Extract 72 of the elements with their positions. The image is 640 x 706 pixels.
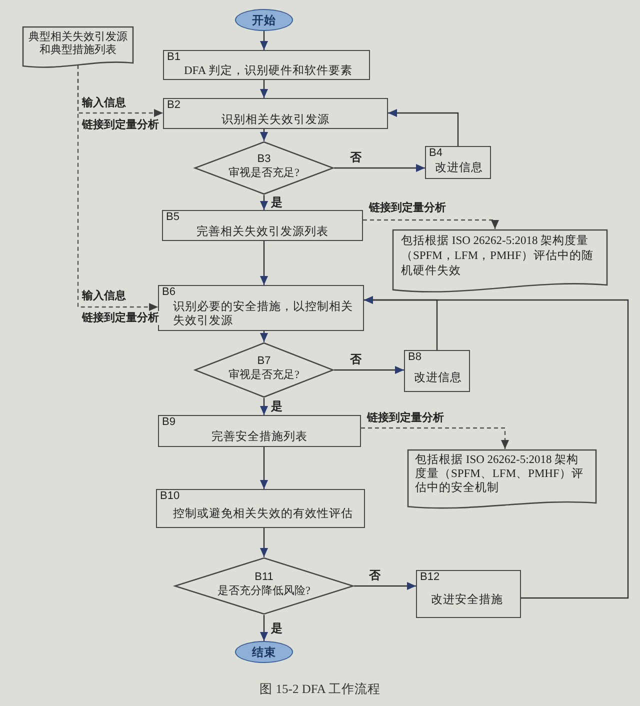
annotation-text: 链接到定量分析 (81, 311, 160, 325)
dashed-arrow (77, 64, 158, 311)
arrow (260, 241, 268, 285)
process-box (425, 146, 491, 179)
process-box (158, 415, 361, 447)
step-number: B7 (257, 355, 271, 368)
step-text: 改进安全措施 (431, 593, 503, 607)
arrow (334, 164, 425, 172)
step-number: B1 (167, 51, 180, 64)
arrow (334, 366, 404, 374)
arrow (260, 398, 268, 415)
step-text: DFA 判定，识别硬件和软件要素 (184, 64, 352, 78)
step-number: B12 (420, 571, 440, 584)
step-number: B11 (254, 571, 274, 584)
process-box (158, 285, 364, 331)
process-box (162, 210, 363, 241)
arrow (364, 296, 629, 599)
arrow (260, 195, 268, 210)
arrow (260, 331, 268, 342)
step-number: B5 (166, 211, 180, 224)
step-number: B3 (257, 153, 271, 166)
step-number: B9 (162, 416, 176, 429)
step-number: B4 (429, 147, 442, 160)
question-text: 审视是否充足? (228, 368, 300, 382)
step-text: 识别相关失效引发源 (222, 113, 330, 127)
edge-label: 否 (349, 150, 363, 164)
process-box (416, 570, 521, 618)
edge-label: 否 (368, 568, 382, 582)
arrow (260, 129, 268, 141)
edge-label: 是 (270, 399, 284, 413)
arrow (260, 31, 268, 50)
document-text: 典型相关失效引发源和典型措施列表 (28, 31, 128, 57)
edge-label: 链接到定量分析 (366, 411, 445, 425)
process-box (156, 489, 365, 528)
edge-label: 输入信息 (81, 96, 127, 110)
annotation-text: 链接到定量分析 (81, 118, 160, 132)
step-text: 识别必要的安全措施，以控制相关失效引发源 (173, 300, 354, 328)
terminal-oval: 结束 (235, 641, 293, 663)
edge-label: 是 (270, 195, 284, 209)
document-text: 包括根据 ISO 26262-5:2018 架构度量（SPFM、LFM、PMHF）评估中的安全机制 (415, 453, 584, 495)
figure-caption: 图 15-2 DFA 工作流程 (260, 681, 380, 698)
step-number: B8 (408, 351, 422, 364)
document-text: 包括根据 ISO 26262-5:2018 架构度量（SPFM，LFM，PMHF）评估中的随机硬件失效 (401, 234, 594, 279)
arrow (260, 447, 268, 489)
edge-label: 链接到定量分析 (368, 201, 447, 215)
terminal-oval: 开始 (235, 9, 293, 31)
step-number: B6 (162, 286, 176, 299)
question-text: 是否充分降低风险? (218, 584, 310, 598)
dashed-arrow (363, 219, 499, 229)
document-shape (407, 449, 597, 509)
dashed-arrow (361, 427, 509, 449)
step-number: B2 (167, 99, 180, 112)
arrow (260, 528, 268, 557)
step-number: B10 (160, 490, 180, 503)
step-text: 完善相关失效引发源列表 (196, 225, 328, 239)
arrow (260, 80, 268, 98)
edge-label: 否 (349, 352, 363, 366)
process-box (163, 98, 388, 129)
edge-label: 是 (270, 621, 284, 635)
step-text: 改进信息 (414, 371, 462, 385)
question-text: 审视是否充足? (228, 166, 300, 180)
arrow (388, 109, 459, 146)
document-shape (22, 26, 134, 68)
process-box (404, 350, 470, 392)
document-shape (392, 229, 608, 293)
arrow (354, 582, 416, 590)
step-text: 改进信息 (435, 161, 483, 175)
step-text: 完善安全措施列表 (212, 430, 308, 444)
process-box (163, 50, 370, 80)
arrow (260, 615, 268, 641)
step-text: 控制或避免相关失效的有效性评估 (173, 507, 353, 521)
edge-label: 输入信息 (81, 289, 127, 303)
